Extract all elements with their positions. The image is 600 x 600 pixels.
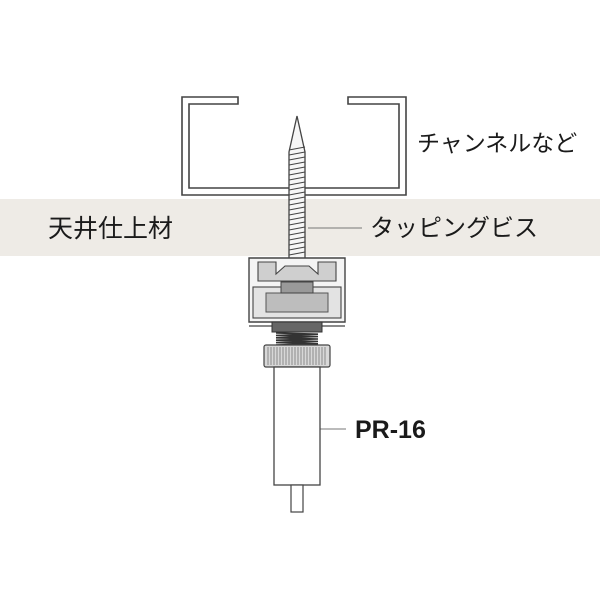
pipe-icon: [273, 366, 321, 486]
model-label: PR-16: [355, 416, 426, 444]
tapping-screw-icon: [288, 115, 306, 263]
spring-icon: [275, 332, 319, 346]
knurled-nut-icon: [263, 344, 331, 368]
rail-clamp-icon: [248, 257, 346, 333]
channel-bracket-icon: [181, 96, 407, 196]
tapping-screw-label: タッピングビス: [370, 214, 538, 242]
rod-icon: [290, 484, 304, 513]
channel-label: チャンネルなど: [417, 131, 578, 157]
ceiling-material-label: 天井仕上材: [48, 214, 174, 243]
